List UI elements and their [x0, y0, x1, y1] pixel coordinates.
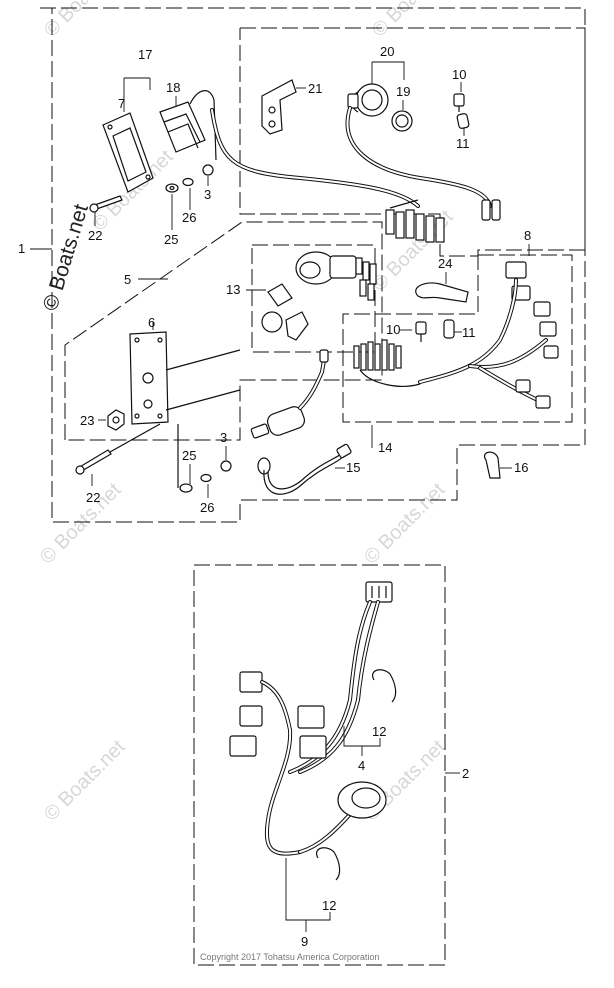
callout-15: 15 — [346, 460, 360, 475]
stop-switch-wire — [298, 358, 326, 410]
callout-8: 8 — [524, 228, 531, 243]
cap-19 — [391, 110, 413, 132]
fasteners-upper — [89, 164, 214, 230]
callout-12-upper: 12 — [372, 724, 386, 739]
group-box-2 — [193, 564, 446, 966]
callout-23: 23 — [80, 413, 94, 428]
callout-10-mid: 10 — [386, 322, 400, 337]
callout-5: 5 — [124, 272, 131, 287]
group-box-8 — [342, 254, 573, 423]
callout-22-top: 22 — [88, 228, 102, 243]
callout-4: 4 — [358, 758, 365, 773]
bracket-21-body — [261, 79, 297, 135]
callout-9: 9 — [301, 934, 308, 949]
nut-3-top — [202, 164, 214, 176]
copyright-notice: Copyright 2017 Tohatsu America Corporati… — [200, 952, 379, 962]
callout-labels: 1 2 3 3 4 5 6 7 8 9 10 10 11 11 12 12 13… — [18, 44, 531, 949]
key-13 — [285, 311, 309, 341]
clip-16-body — [484, 451, 501, 479]
panel-plate-7-window — [112, 127, 147, 182]
stop-switch-14 — [250, 349, 373, 495]
terminals-top — [453, 82, 470, 136]
callout-1: 1 — [18, 241, 25, 256]
callout-20: 20 — [380, 44, 394, 59]
callout-21: 21 — [308, 81, 322, 96]
watermark-top-right: © Boats.net — [368, 0, 458, 42]
clip-12-lower — [316, 847, 341, 881]
callout-19: 19 — [396, 84, 410, 99]
callout-7: 7 — [118, 96, 125, 111]
watermark-top-left: © Boats.net — [40, 0, 130, 42]
callout-10-top: 10 — [452, 67, 466, 82]
harness-8 — [353, 244, 559, 409]
callout-22-bottom: 22 — [86, 490, 100, 505]
terminal-10-top — [453, 93, 465, 107]
callout-18: 18 — [166, 80, 180, 95]
group-box-5 — [64, 221, 383, 441]
group-box-1 — [40, 7, 586, 523]
callout-24: 24 — [438, 256, 452, 271]
washer-25-bottom — [179, 483, 193, 493]
watermark-primary: © Boats.net — [39, 201, 93, 313]
connector-8a — [505, 261, 527, 279]
callout-25-bottom: 25 — [182, 448, 196, 463]
callout-6: 6 — [148, 315, 155, 330]
nut-23 — [107, 409, 125, 431]
round-connector-2 — [337, 781, 387, 819]
callout-16: 16 — [514, 460, 528, 475]
clip-12-upper — [372, 669, 397, 703]
clamp-24-band — [415, 282, 469, 303]
fasteners-lower — [75, 409, 232, 498]
meter-20 — [345, 61, 501, 221]
group-box-13 — [251, 244, 376, 353]
key-cap — [267, 283, 293, 307]
nut-3-bottom — [220, 460, 232, 472]
watermark-lower-left: © Boats.net — [40, 736, 130, 826]
terminal-10-mid — [415, 321, 427, 335]
sleeve-11-mid — [443, 319, 455, 339]
watermark-center-right: © Boats.net — [360, 479, 450, 569]
harness-2 — [229, 581, 397, 932]
callout-12-lower: 12 — [322, 898, 336, 913]
callout-13: 13 — [226, 282, 240, 297]
callout-26-bottom: 26 — [200, 500, 214, 515]
connector-bundle-top — [385, 199, 445, 243]
ignition-connectors — [355, 257, 377, 301]
sleeve-11-top — [456, 113, 470, 129]
bracket-21 — [261, 79, 306, 135]
bracket-assembly — [102, 77, 445, 243]
stop-switch-body — [266, 406, 306, 436]
group-boxes — [30, 7, 586, 966]
callout-11-mid: 11 — [462, 325, 476, 340]
key-ring — [261, 311, 283, 333]
ignition-switch-13 — [246, 251, 377, 341]
switch-body-18 — [159, 101, 206, 153]
panel-plate-7 — [102, 112, 154, 193]
watermark-center-left: © Boats.net — [36, 479, 126, 569]
clip-16 — [484, 451, 512, 479]
callout-11-top: 11 — [456, 136, 470, 151]
plate-6-body — [129, 331, 169, 425]
clamp-24 — [415, 272, 469, 303]
callout-2: 2 — [462, 766, 469, 781]
callout-26-top: 26 — [182, 210, 196, 225]
lanyard-15 — [263, 455, 345, 495]
callout-17: 17 — [138, 47, 152, 62]
meter-20-body — [355, 83, 389, 117]
washer-26-top — [182, 177, 194, 187]
washer-25-top — [165, 183, 179, 193]
terminal-bundle-8 — [353, 339, 421, 387]
callout-3-bottom: 3 — [220, 430, 227, 445]
callout-14: 14 — [378, 440, 392, 455]
washer-26-bottom — [200, 473, 212, 483]
callout-25-top: 25 — [164, 232, 178, 247]
plate-6 — [129, 322, 241, 425]
callout-3-top: 3 — [204, 187, 211, 202]
